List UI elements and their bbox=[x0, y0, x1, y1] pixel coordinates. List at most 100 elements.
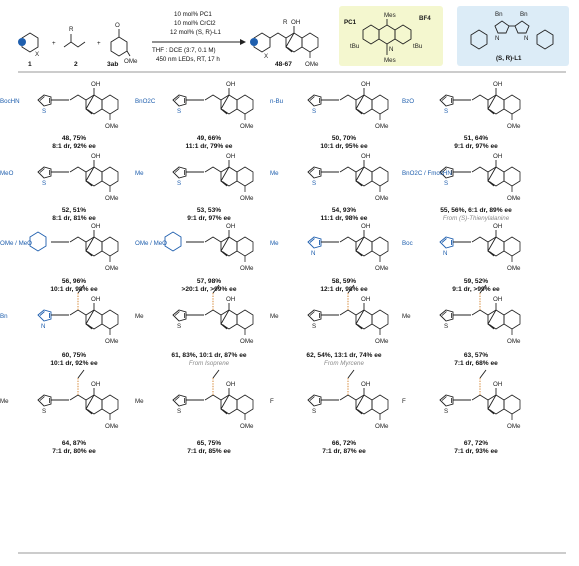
pc1-box: PC1 Mes Mes N tBu tBu BF4 bbox=[339, 6, 443, 66]
selectivity-label: 10:1 dr, 98% ee bbox=[50, 286, 98, 293]
compound-yield: 56, 96% bbox=[62, 278, 86, 285]
nitrogen-label: N bbox=[41, 323, 45, 330]
thiophene-ring bbox=[307, 166, 322, 179]
hydroxyl-label: OH bbox=[91, 381, 100, 388]
substituent-label: OMe / MeO bbox=[0, 240, 32, 247]
svg-text:BF4: BF4 bbox=[419, 15, 431, 22]
substituent-label: BnO2C / FmocHN bbox=[402, 170, 452, 177]
selectivity-label: 9:1 dr, 97% ee bbox=[454, 143, 498, 150]
compound-number: 49 bbox=[197, 135, 205, 142]
sulfur-label: S bbox=[444, 408, 448, 415]
substituent-label: Me bbox=[0, 398, 9, 405]
hydroxyl-label: OH bbox=[361, 223, 370, 230]
compound-number: 50 bbox=[332, 135, 340, 142]
condition-4: THF : DCE (3:7, 0.1 M) bbox=[152, 47, 216, 54]
selectivity-label: 10:1 dr, 95% ee bbox=[320, 143, 368, 150]
sulfur-label: S bbox=[177, 323, 181, 330]
nitrogen-label: N bbox=[311, 250, 315, 257]
selectivity-label: >20:1 dr, >99% ee bbox=[182, 286, 237, 293]
yield-value: 56%, 6:1 dr, 89% ee bbox=[451, 207, 512, 214]
substituent-label: Me bbox=[135, 398, 144, 405]
thiophene-ring bbox=[172, 394, 187, 407]
hydroxyl-label: OH bbox=[361, 81, 370, 88]
sulfur-label: S bbox=[312, 323, 316, 330]
selectivity-label: 7:1 dr, 68% ee bbox=[454, 360, 498, 367]
sulfur-label: S bbox=[312, 108, 316, 115]
yield-value: 96% bbox=[73, 278, 86, 285]
thiophene-ring bbox=[307, 309, 322, 322]
methoxy-label: OMe bbox=[507, 423, 521, 430]
hydroxyl-label: OH bbox=[493, 153, 502, 160]
sulfur-label: S bbox=[42, 108, 46, 115]
compound-number: 56 bbox=[62, 278, 70, 285]
condition-5: 450 nm LEDs, RT, 17 h bbox=[156, 56, 220, 63]
compound-yield: 67, 72% bbox=[464, 440, 488, 447]
hydroxyl-label: OH bbox=[91, 81, 100, 88]
compound-number: 57 bbox=[197, 278, 205, 285]
selectivity-label: 11:1 dr, 79% ee bbox=[186, 143, 233, 150]
condition-1: 10 mol% PC1 bbox=[174, 11, 212, 18]
sulfur-label: S bbox=[42, 408, 46, 415]
svg-text:R: R bbox=[283, 19, 288, 26]
thiophene-ring bbox=[37, 394, 52, 407]
methoxy-label: OMe bbox=[507, 123, 521, 130]
thiophene-ring bbox=[37, 166, 52, 179]
compound-yield: 52, 51% bbox=[62, 207, 86, 214]
methoxy-label: OMe bbox=[375, 423, 389, 430]
ome-label: OMe bbox=[124, 58, 138, 65]
l1-box: Bn Bn N N (S, R)-L1 bbox=[457, 6, 569, 66]
sulfur-label: S bbox=[177, 408, 181, 415]
hydroxyl-label: OH bbox=[361, 153, 370, 160]
arene-ring bbox=[29, 231, 47, 252]
hydroxyl-label: OH bbox=[226, 81, 235, 88]
substituent-label: BnO2C bbox=[135, 98, 156, 105]
substituent-label: Me bbox=[135, 170, 144, 177]
compound-yield: 66, 72% bbox=[332, 440, 356, 447]
substituent-label: F bbox=[270, 398, 274, 405]
methoxy-label: OMe bbox=[375, 265, 389, 272]
alcohol-core bbox=[339, 229, 389, 263]
substituent-label: n-Bu bbox=[270, 98, 284, 105]
compound-yield: 50, 70% bbox=[332, 135, 356, 142]
selectivity-label: 9:1 dr, >99% ee bbox=[452, 286, 500, 293]
compound-number: 67 bbox=[464, 440, 472, 447]
reactant-2: R 2 bbox=[63, 26, 86, 68]
selectivity-label: 8:1 dr, 81% ee bbox=[52, 215, 96, 222]
compound-number: 60 bbox=[62, 352, 70, 359]
yield-value: 66% bbox=[208, 135, 221, 142]
hydroxyl-label: OH bbox=[493, 223, 502, 230]
hydroxyl-label: OH bbox=[493, 381, 502, 388]
hydroxyl-label: OH bbox=[361, 381, 370, 388]
compound-yield: 55, 56%, 6:1 dr, 89% ee bbox=[440, 207, 512, 214]
svg-text:N: N bbox=[524, 35, 528, 42]
alcohol-core bbox=[204, 387, 254, 421]
selectivity-label: 12:1 dr, 98% ee bbox=[320, 286, 368, 293]
side-chain bbox=[347, 369, 355, 379]
sulfur-label: S bbox=[312, 408, 316, 415]
product-label: 48-67 bbox=[275, 61, 292, 68]
reactant-1: X 1 bbox=[18, 32, 39, 68]
label-2: 2 bbox=[74, 61, 78, 68]
substituent-label: BzO bbox=[402, 98, 414, 105]
alcohol-core bbox=[204, 229, 254, 263]
compound-number: 54 bbox=[332, 207, 340, 214]
hydroxyl-label: OH bbox=[226, 381, 235, 388]
svg-text:Bn: Bn bbox=[520, 11, 528, 18]
reaction-scheme: X 1 + R 2 + O OMe 3ab 10 mol% PC1 10 mol… bbox=[18, 6, 569, 73]
svg-text:tBu: tBu bbox=[413, 43, 423, 50]
yield-value: 52% bbox=[475, 278, 488, 285]
methoxy-label: OMe bbox=[240, 338, 254, 345]
yield-value: 72% bbox=[343, 440, 356, 447]
thiophene-ring bbox=[172, 309, 187, 322]
origin-note: From Myrcene bbox=[324, 360, 364, 367]
side-chain bbox=[479, 284, 487, 294]
alcohol-core bbox=[471, 387, 521, 421]
compound-yield: 53, 53% bbox=[197, 207, 221, 214]
